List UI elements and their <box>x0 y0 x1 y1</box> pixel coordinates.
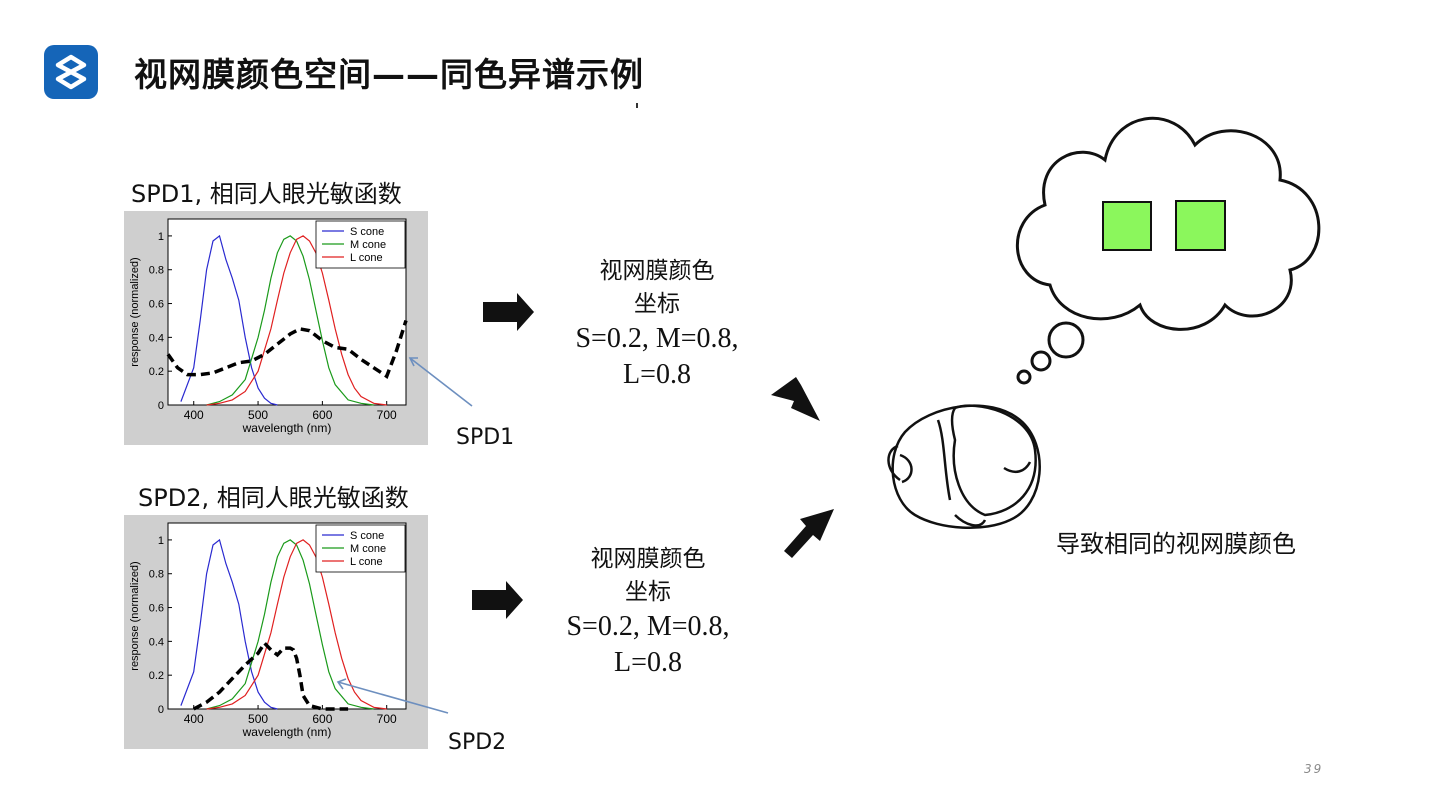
legend-box <box>315 220 406 269</box>
coord-1-line2: 坐标 <box>634 291 680 317</box>
chart-label-spd2: SPD2, 相同人眼光敏函数 <box>138 484 409 512</box>
x-tick-label: 500 <box>248 408 268 422</box>
thought-cloud <box>1016 116 1321 331</box>
x-axis-label: wavelength (nm) <box>242 421 332 435</box>
series-s-cone <box>180 538 278 710</box>
x-tick-label: 400 <box>184 408 204 422</box>
legend-label: S cone <box>350 226 384 238</box>
y-tick-label: 0.2 <box>149 670 164 682</box>
y-tick-label: 0.8 <box>149 265 164 277</box>
y-tick-label: 1 <box>158 535 164 547</box>
y-tick-label: 0.2 <box>149 366 164 378</box>
legend-label: L cone <box>350 556 383 568</box>
x-tick-label: 400 <box>184 712 204 726</box>
legend-label: M cone <box>350 239 386 251</box>
series-m-cone <box>206 539 374 710</box>
series-s-cone <box>180 234 278 406</box>
s-logo-icon <box>44 45 98 99</box>
y-tick-label: 0.8 <box>149 569 164 581</box>
green-square-right <box>1175 200 1226 251</box>
y-axis-label: response (normalized) <box>129 257 141 366</box>
series-spd2 <box>192 640 349 711</box>
head-icon <box>887 404 1041 530</box>
arrow-up-right-icon <box>784 509 834 558</box>
coord-block-1: 视网膜颜色 坐标 S=0.2, M=0.8, L=0.8 <box>547 255 767 393</box>
chart-label-spd1: SPD1, 相同人眼光敏函数 <box>131 180 402 208</box>
slide-title: 视网膜颜色空间——同色异谱示例 <box>134 55 644 94</box>
green-square-left <box>1102 201 1152 251</box>
chart-spd2: 400 500 600 700 0 0.2 0.4 0.6 0.8 1 wavelength (nm… <box>124 515 428 749</box>
thought-bubble-medium <box>1030 350 1052 372</box>
spd1-callout-label: SPD1 <box>456 425 515 450</box>
y-tick-label: 0.4 <box>149 636 164 648</box>
y-tick-label: 0.6 <box>149 299 164 311</box>
legend-label: L cone <box>350 252 383 264</box>
y-axis-label: response (normalized) <box>129 561 141 670</box>
coord-1-line1: 视网膜颜色 <box>599 258 715 284</box>
series-l-cone <box>206 235 387 406</box>
spd2-callout-label: SPD2 <box>448 730 507 755</box>
coord-2-line1: 视网膜颜色 <box>590 546 706 572</box>
arrow-right-icon-2 <box>472 581 523 619</box>
title-tick <box>636 103 638 108</box>
y-tick-label: 0.4 <box>149 332 164 344</box>
legend-label: M cone <box>350 543 386 555</box>
coord-1-line4: L=0.8 <box>623 359 691 390</box>
y-tick-label: 0 <box>158 400 164 412</box>
coord-2-line2: 坐标 <box>625 579 671 605</box>
coord-2-line4: L=0.8 <box>614 647 682 678</box>
x-tick-label: 500 <box>248 712 268 726</box>
series-m-cone <box>206 235 374 406</box>
thought-bubble-large <box>1047 321 1085 359</box>
chart-spd1: 400 500 600 700 0 0.2 0.4 0.6 0.8 1 wavelength (nm… <box>124 211 428 445</box>
y-tick-label: 1 <box>158 231 164 243</box>
arrow-right-icon-1 <box>483 293 534 331</box>
x-tick-label: 700 <box>377 712 397 726</box>
legend-label: S cone <box>350 530 384 542</box>
series-spd1 <box>166 319 408 379</box>
y-tick-label: 0 <box>158 704 164 716</box>
thought-bubble-small <box>1016 369 1032 385</box>
x-tick-label: 600 <box>312 408 332 422</box>
coord-1-line3: S=0.2, M=0.8, <box>575 323 739 354</box>
page-number: 39 <box>1304 762 1324 776</box>
coord-block-2: 视网膜颜色 坐标 S=0.2, M=0.8, L=0.8 <box>538 543 758 681</box>
arrow-down-right-icon <box>771 377 820 421</box>
y-tick-label: 0.6 <box>149 603 164 615</box>
x-axis-label: wavelength (nm) <box>242 725 332 739</box>
x-tick-label: 700 <box>377 408 397 422</box>
result-text: 导致相同的视网膜颜色 <box>1056 530 1296 558</box>
coord-2-line3: S=0.2, M=0.8, <box>566 611 730 642</box>
x-tick-label: 600 <box>312 712 332 726</box>
